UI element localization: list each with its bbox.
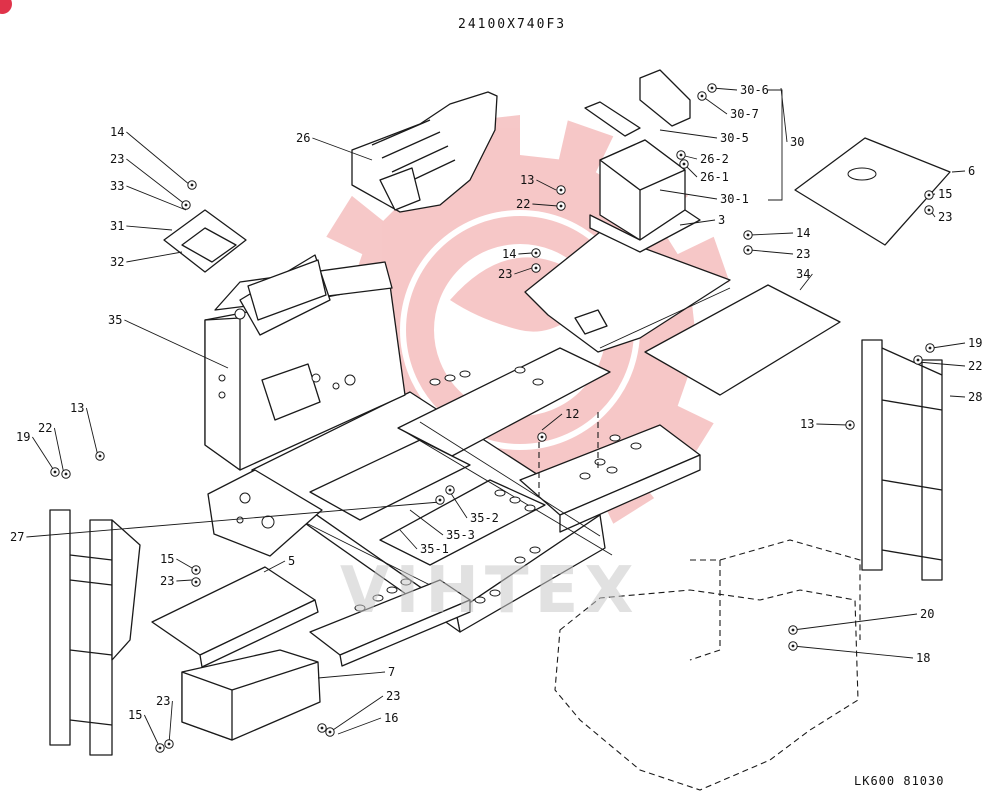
callout-label: 15 [938,187,952,201]
callout-label: 15 [128,708,142,722]
floor-plate-3 [524,231,731,353]
watermark-text: VIHTEX [340,554,640,628]
corner-badge [0,0,12,14]
callout-label: 20 [920,607,934,621]
callout-label: 30-1 [720,192,749,206]
callout-label: 23 [498,267,512,281]
fender-7 [181,649,321,741]
seat-box [589,139,701,253]
callout-label: 22 [38,421,52,435]
drawing-code: LK600 81030 [854,774,944,788]
plate-34 [644,284,841,396]
callout-label: 6 [968,164,975,178]
callout-label: 13 [800,417,814,431]
callout-label: 22 [968,359,982,373]
callout-label: 19 [968,336,982,350]
callout-label: 35-2 [470,511,499,525]
leader-lines [26,87,966,749]
hardware-fasteners [50,83,935,753]
callout-label: 32 [110,255,124,269]
seat-brackets [584,69,691,137]
callout-label: 14 [502,247,516,261]
callout-label: 28 [968,390,982,404]
callout-label: 13 [70,401,84,415]
callout-label: 30-5 [720,131,749,145]
callout-labels: 30-6 30-7 30-5 30 26-2 26-1 30-1 3 26 14 23 33 31 32 1… [10,83,982,725]
callout-label: 5 [288,554,295,568]
callout-label: 15 [160,552,174,566]
ladder-28 [861,339,943,581]
callout-label: 26 [296,131,310,145]
callout-label: 16 [384,711,398,725]
callout-label: 35 [108,313,122,327]
callout-label: 12 [565,407,579,421]
cover-plate-31 [163,209,247,273]
callout-label: 7 [388,665,395,679]
callout-label: 27 [10,530,24,544]
drawing-title: 24100X740F3 [458,17,566,32]
callout-label: 14 [110,125,124,139]
callout-label: 23 [938,210,952,224]
callout-label: 34 [796,267,810,281]
callout-label: 23 [110,152,124,166]
callout-label: 30 [790,135,804,149]
callout-label: 26-1 [700,170,729,184]
console-cab [204,254,406,471]
callout-label: 3 [718,213,725,227]
callout-label: 23 [160,574,174,588]
ladder-27 [49,509,141,756]
callout-label: 33 [110,179,124,193]
callout-label: 23 [386,689,400,703]
callout-label: 30-7 [730,107,759,121]
callout-label: 13 [520,173,534,187]
callout-label: 35-1 [420,542,449,556]
engine-outline [554,539,861,791]
callout-label: 26-2 [700,152,729,166]
callout-label: 23 [156,694,170,708]
callout-label: 31 [110,219,124,233]
callout-label: 22 [516,197,530,211]
operator-seat [351,91,498,213]
callout-label: 30-6 [740,83,769,97]
callout-label: 14 [796,226,810,240]
plate-6 [794,137,951,246]
callout-label: 23 [796,247,810,261]
callout-label: 18 [916,651,930,665]
callout-label: 35-3 [446,528,475,542]
callout-label: 19 [16,430,30,444]
main-frame [207,347,701,667]
